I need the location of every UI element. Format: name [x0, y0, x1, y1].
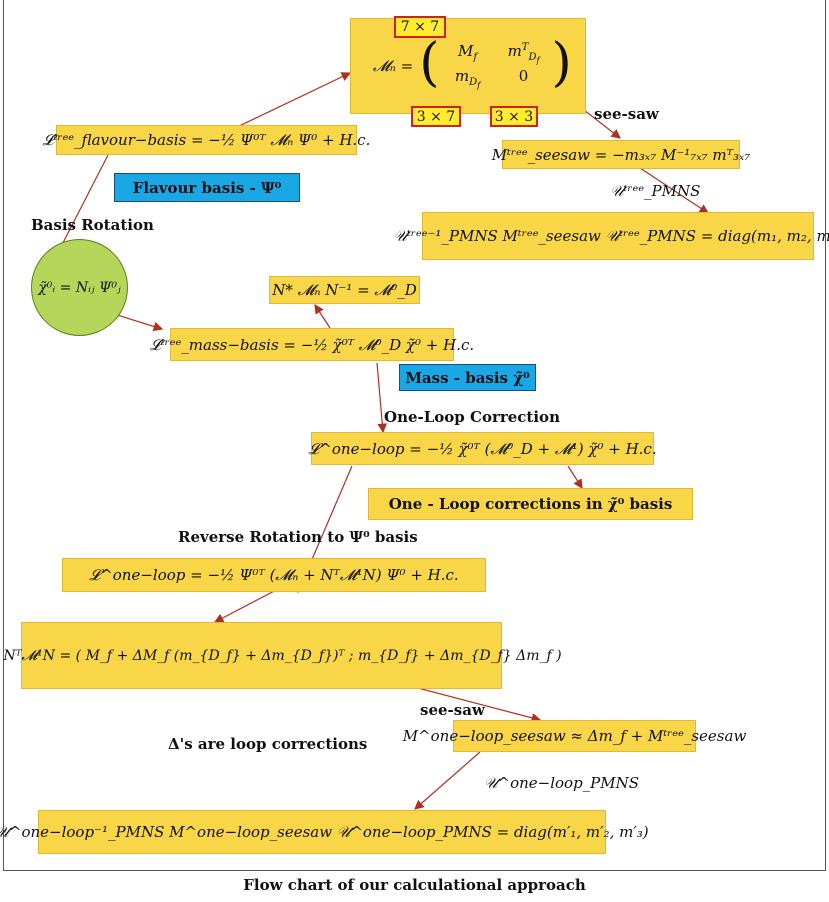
tag-3x3: 3 × 3: [490, 106, 538, 127]
tag-7x7: 7 × 7: [394, 16, 446, 38]
seesaw-tree-box: Mᵗʳᵉᵉ_seesaw = −m₃ₓ₇ M⁻¹₇ₓ₇ mᵀ₃ₓ₇: [492, 140, 750, 169]
diag-one-loop-box: 𝒰^one−loop⁻¹_PMNS M^one−loop_seesaw 𝒰^on…: [0, 810, 649, 854]
paren-right: ): [551, 33, 572, 93]
arrow-one-loop-to-basis-note: [567, 465, 583, 490]
label-basis-rotation: Basis Rotation: [31, 216, 154, 234]
arrow-lagr-to-matrix: [234, 72, 352, 129]
lagr-one-loop-chi-box: 𝓛^one−loop = −½ χ̃⁰ᵀ (𝓜⁰_D + 𝓜¹) χ̃⁰ + H…: [308, 432, 657, 465]
caption: Flow chart of our calculational approach: [243, 876, 586, 894]
label-one-loop-correction: One-Loop Correction: [384, 408, 560, 426]
arrow-seesaw-loop-to-diag: [414, 751, 481, 810]
matrix-r1c1: Mf: [457, 42, 478, 63]
mass-basis-box: Mass - basis χ̃⁰: [399, 364, 536, 391]
diag-tree-box: 𝒰ᵗʳᵉᵉ⁻¹_PMNS Mᵗʳᵉᵉ_seesaw 𝒰ᵗʳᵉᵉ_PMNS = d…: [393, 212, 829, 260]
label-u-pmns-one-loop: 𝒰^one−loop_PMNS: [484, 774, 640, 792]
label-reverse-rotation: Reverse Rotation to Ψ⁰ basis: [178, 528, 418, 546]
mass-matrix-lhs: 𝓜ₙ =: [373, 57, 414, 75]
rotation-equation: χ̃⁰ᵢ = Nᵢⱼ Ψ⁰ⱼ: [38, 279, 121, 296]
lagr-flavour-box: 𝓛ᵗʳᵉᵉ_flavour−basis = −½ Ψ⁰ᵀ 𝓜ₙ Ψ⁰ + H.c…: [43, 125, 370, 155]
matrix-r1c2: mTDf: [507, 42, 540, 65]
lagr-mass-box: 𝓛ᵗʳᵉᵉ_mass−basis = −½ χ̃⁰ᵀ 𝓜⁰_D χ̃⁰ + H.…: [150, 328, 474, 361]
flowchart-frame: [3, 0, 826, 871]
arrow-seesaw-to-diag: [639, 167, 710, 214]
label-seesaw-bottom: see-saw: [420, 701, 485, 719]
label-u-pmns-tree: 𝒰ᵗʳᵉᵉ_PMNS: [610, 182, 701, 200]
one-loop-basis-box: One - Loop corrections in χ̃⁰ basis: [368, 488, 693, 520]
diag-md-box: N* 𝓜ₙ N⁻¹ = 𝓜⁰_D: [269, 276, 420, 304]
arrow-mass-lagr-to-diag-md: [314, 303, 331, 329]
matrix-r2c2: 0: [518, 67, 529, 85]
corrected-matrix-box: 𝓜ₙ + Nᵀ𝓜¹N = ( M_f + ΔM_f (m_{D_f} + Δm_…: [0, 622, 562, 689]
tag-3x7: 3 × 7: [411, 106, 461, 127]
label-seesaw-top: see-saw: [594, 105, 659, 123]
label-deltas-note: Δ's are loop corrections: [168, 735, 368, 753]
rotation-circle: χ̃⁰ᵢ = Nᵢⱼ Ψ⁰ⱼ: [31, 239, 128, 336]
paren-left: (: [419, 33, 440, 93]
matrix-grid: Mf mTDf mDf 0: [440, 42, 552, 90]
matrix-r2c1: mDf: [454, 67, 481, 90]
flavour-basis-box: Flavour basis - Ψ⁰: [114, 173, 300, 202]
mass-matrix-box: 𝓜ₙ = ( Mf mTDf mDf 0 ): [350, 18, 586, 114]
lagr-one-loop-psi-box: 𝓛^one−loop = −½ Ψ⁰ᵀ (𝓜ₙ + Nᵀ𝓜¹N) Ψ⁰ + H.…: [62, 558, 486, 592]
seesaw-one-loop-box: M^one−loop_seesaw ≈ Δm_f + Mᵗʳᵉᵉ_seesaw: [403, 720, 746, 752]
arrow-psi-to-matrix: [213, 587, 281, 623]
arrow-mass-lagr-to-one-loop: [376, 362, 388, 434]
